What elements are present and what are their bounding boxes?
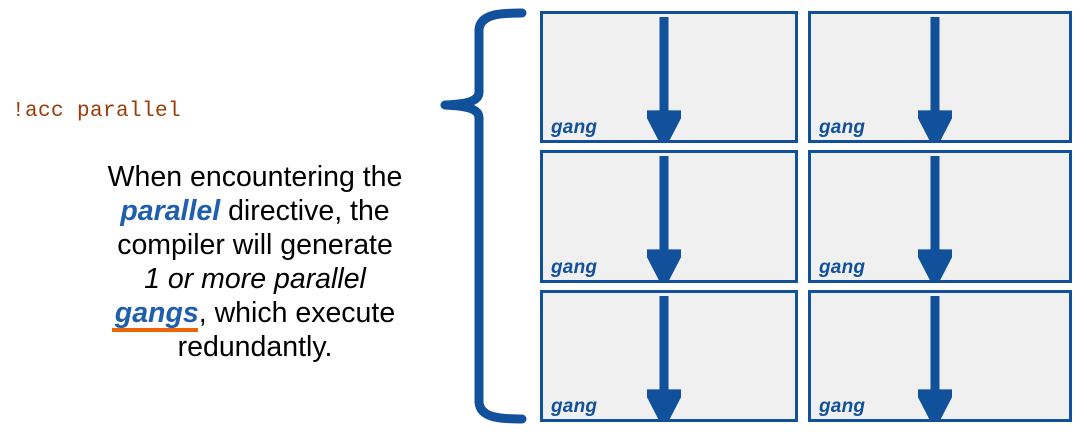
gang-label: gang — [551, 395, 598, 417]
gang-label: gang — [551, 117, 598, 139]
down-arrow-icon — [646, 17, 681, 144]
description-line-1: When encountering the — [55, 160, 455, 194]
down-arrow-icon — [646, 156, 681, 283]
down-arrow-icon — [917, 17, 952, 144]
gang-box[interactable]: gang — [808, 150, 1072, 283]
description-line-6-text: redundantly. — [177, 331, 333, 363]
down-arrow-icon — [646, 295, 681, 422]
gang-box[interactable]: gang — [540, 11, 798, 144]
gang-label: gang — [819, 117, 866, 139]
description-line-2: parallel directive, the — [55, 194, 455, 228]
description-line-5-rest: , which execute — [198, 297, 396, 329]
gang-box[interactable]: gang — [808, 11, 1072, 144]
gang-box[interactable]: gang — [540, 150, 798, 283]
description-paragraph: When encountering the parallel directive… — [55, 160, 455, 364]
description-line-5: gangs, which execute — [55, 296, 455, 332]
code-directive-text: !acc parallel — [12, 100, 182, 123]
gang-box[interactable]: gang — [540, 289, 798, 422]
description-line-6: redundantly. — [55, 330, 455, 364]
down-arrow-icon — [917, 156, 952, 283]
description-line-4-emphasis: 1 or more parallel — [144, 263, 366, 295]
description-line-2-rest: directive, the — [220, 195, 390, 227]
keyword-gangs: gangs — [111, 297, 199, 332]
gang-label: gang — [819, 256, 866, 278]
description-line-1-text: When encountering the — [107, 161, 403, 193]
description-line-4: 1 or more parallel — [55, 262, 455, 296]
gang-label: gang — [551, 256, 598, 278]
gang-label: gang — [819, 395, 866, 417]
down-arrow-icon — [917, 295, 952, 422]
gang-grid: gang gang gang gang gang gang — [540, 11, 1072, 422]
keyword-parallel: parallel — [120, 195, 221, 227]
gang-box[interactable]: gang — [808, 289, 1072, 422]
description-line-3-text: compiler will generate — [117, 229, 393, 261]
description-line-3: compiler will generate — [55, 228, 455, 262]
